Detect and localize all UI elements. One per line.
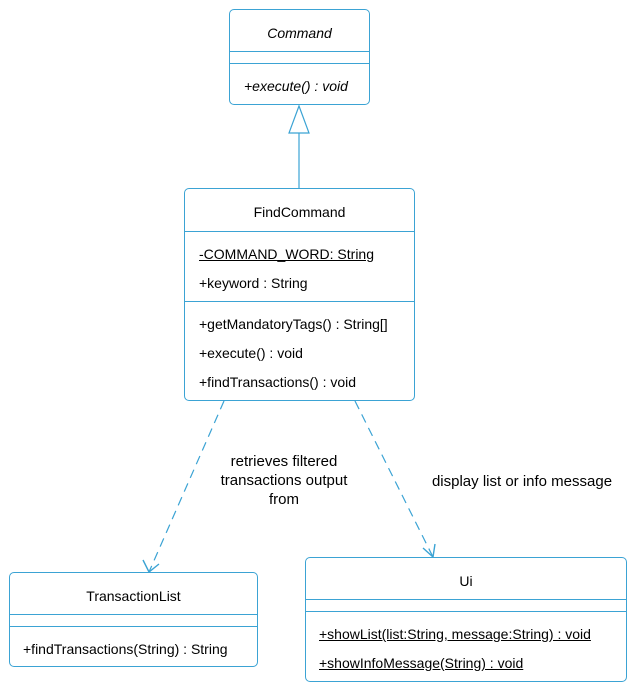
class-ui-attr-separator xyxy=(306,599,626,600)
dependency-label-line-3: from xyxy=(269,491,299,508)
class-find-command: FindCommand -COMMAND_WORD: String +keywo… xyxy=(184,188,415,401)
class-command-op-separator xyxy=(230,63,369,64)
command-operation-execute: +execute() : void xyxy=(244,78,348,94)
dependency-label-ui: display list or info message xyxy=(431,473,613,490)
class-command: Command +execute() : void xyxy=(229,9,370,105)
class-transaction-list: TransactionList +findTransactions(String… xyxy=(9,572,258,667)
find-command-attribute-command-word: -COMMAND_WORD: String xyxy=(199,246,375,262)
inheritance-triangle xyxy=(288,104,310,134)
class-transaction-list-attr-separator xyxy=(10,614,257,615)
class-transaction-list-name: TransactionList xyxy=(86,588,181,604)
dependency-label-line-1: retrieves filtered xyxy=(230,453,338,470)
dependency-label-line-2: transactions output xyxy=(220,472,348,489)
dependency-line-transaction-list xyxy=(148,400,225,573)
class-ui-op-separator xyxy=(306,611,626,612)
class-transaction-list-op-separator xyxy=(10,626,257,627)
find-command-operation-execute: +execute() : void xyxy=(199,345,303,361)
transaction-list-operation-find-transactions: +findTransactions(String) : String xyxy=(23,641,228,657)
class-command-name: Command xyxy=(267,25,332,41)
class-find-command-attr-separator xyxy=(185,231,414,232)
class-ui-name: Ui xyxy=(459,573,473,589)
class-command-attr-separator xyxy=(230,51,369,52)
ui-operation-show-info-message: +showInfoMessage(String) : void xyxy=(319,655,524,671)
dependency-label-transaction-list: retrieves filtered transactions output f… xyxy=(196,452,372,509)
class-find-command-name: FindCommand xyxy=(253,204,346,220)
find-command-operation-find-transactions: +findTransactions() : void xyxy=(199,374,357,390)
dependency-arrowhead-ui xyxy=(422,543,436,559)
class-find-command-op-separator xyxy=(185,301,414,302)
class-ui: Ui +showList(list:String, message:String… xyxy=(305,557,627,682)
find-command-attribute-keyword: +keyword : String xyxy=(199,275,308,291)
find-command-operation-get-mandatory-tags: +getMandatoryTags() : String[] xyxy=(199,316,388,332)
ui-operation-show-list: +showList(list:String, message:String) :… xyxy=(319,626,591,642)
